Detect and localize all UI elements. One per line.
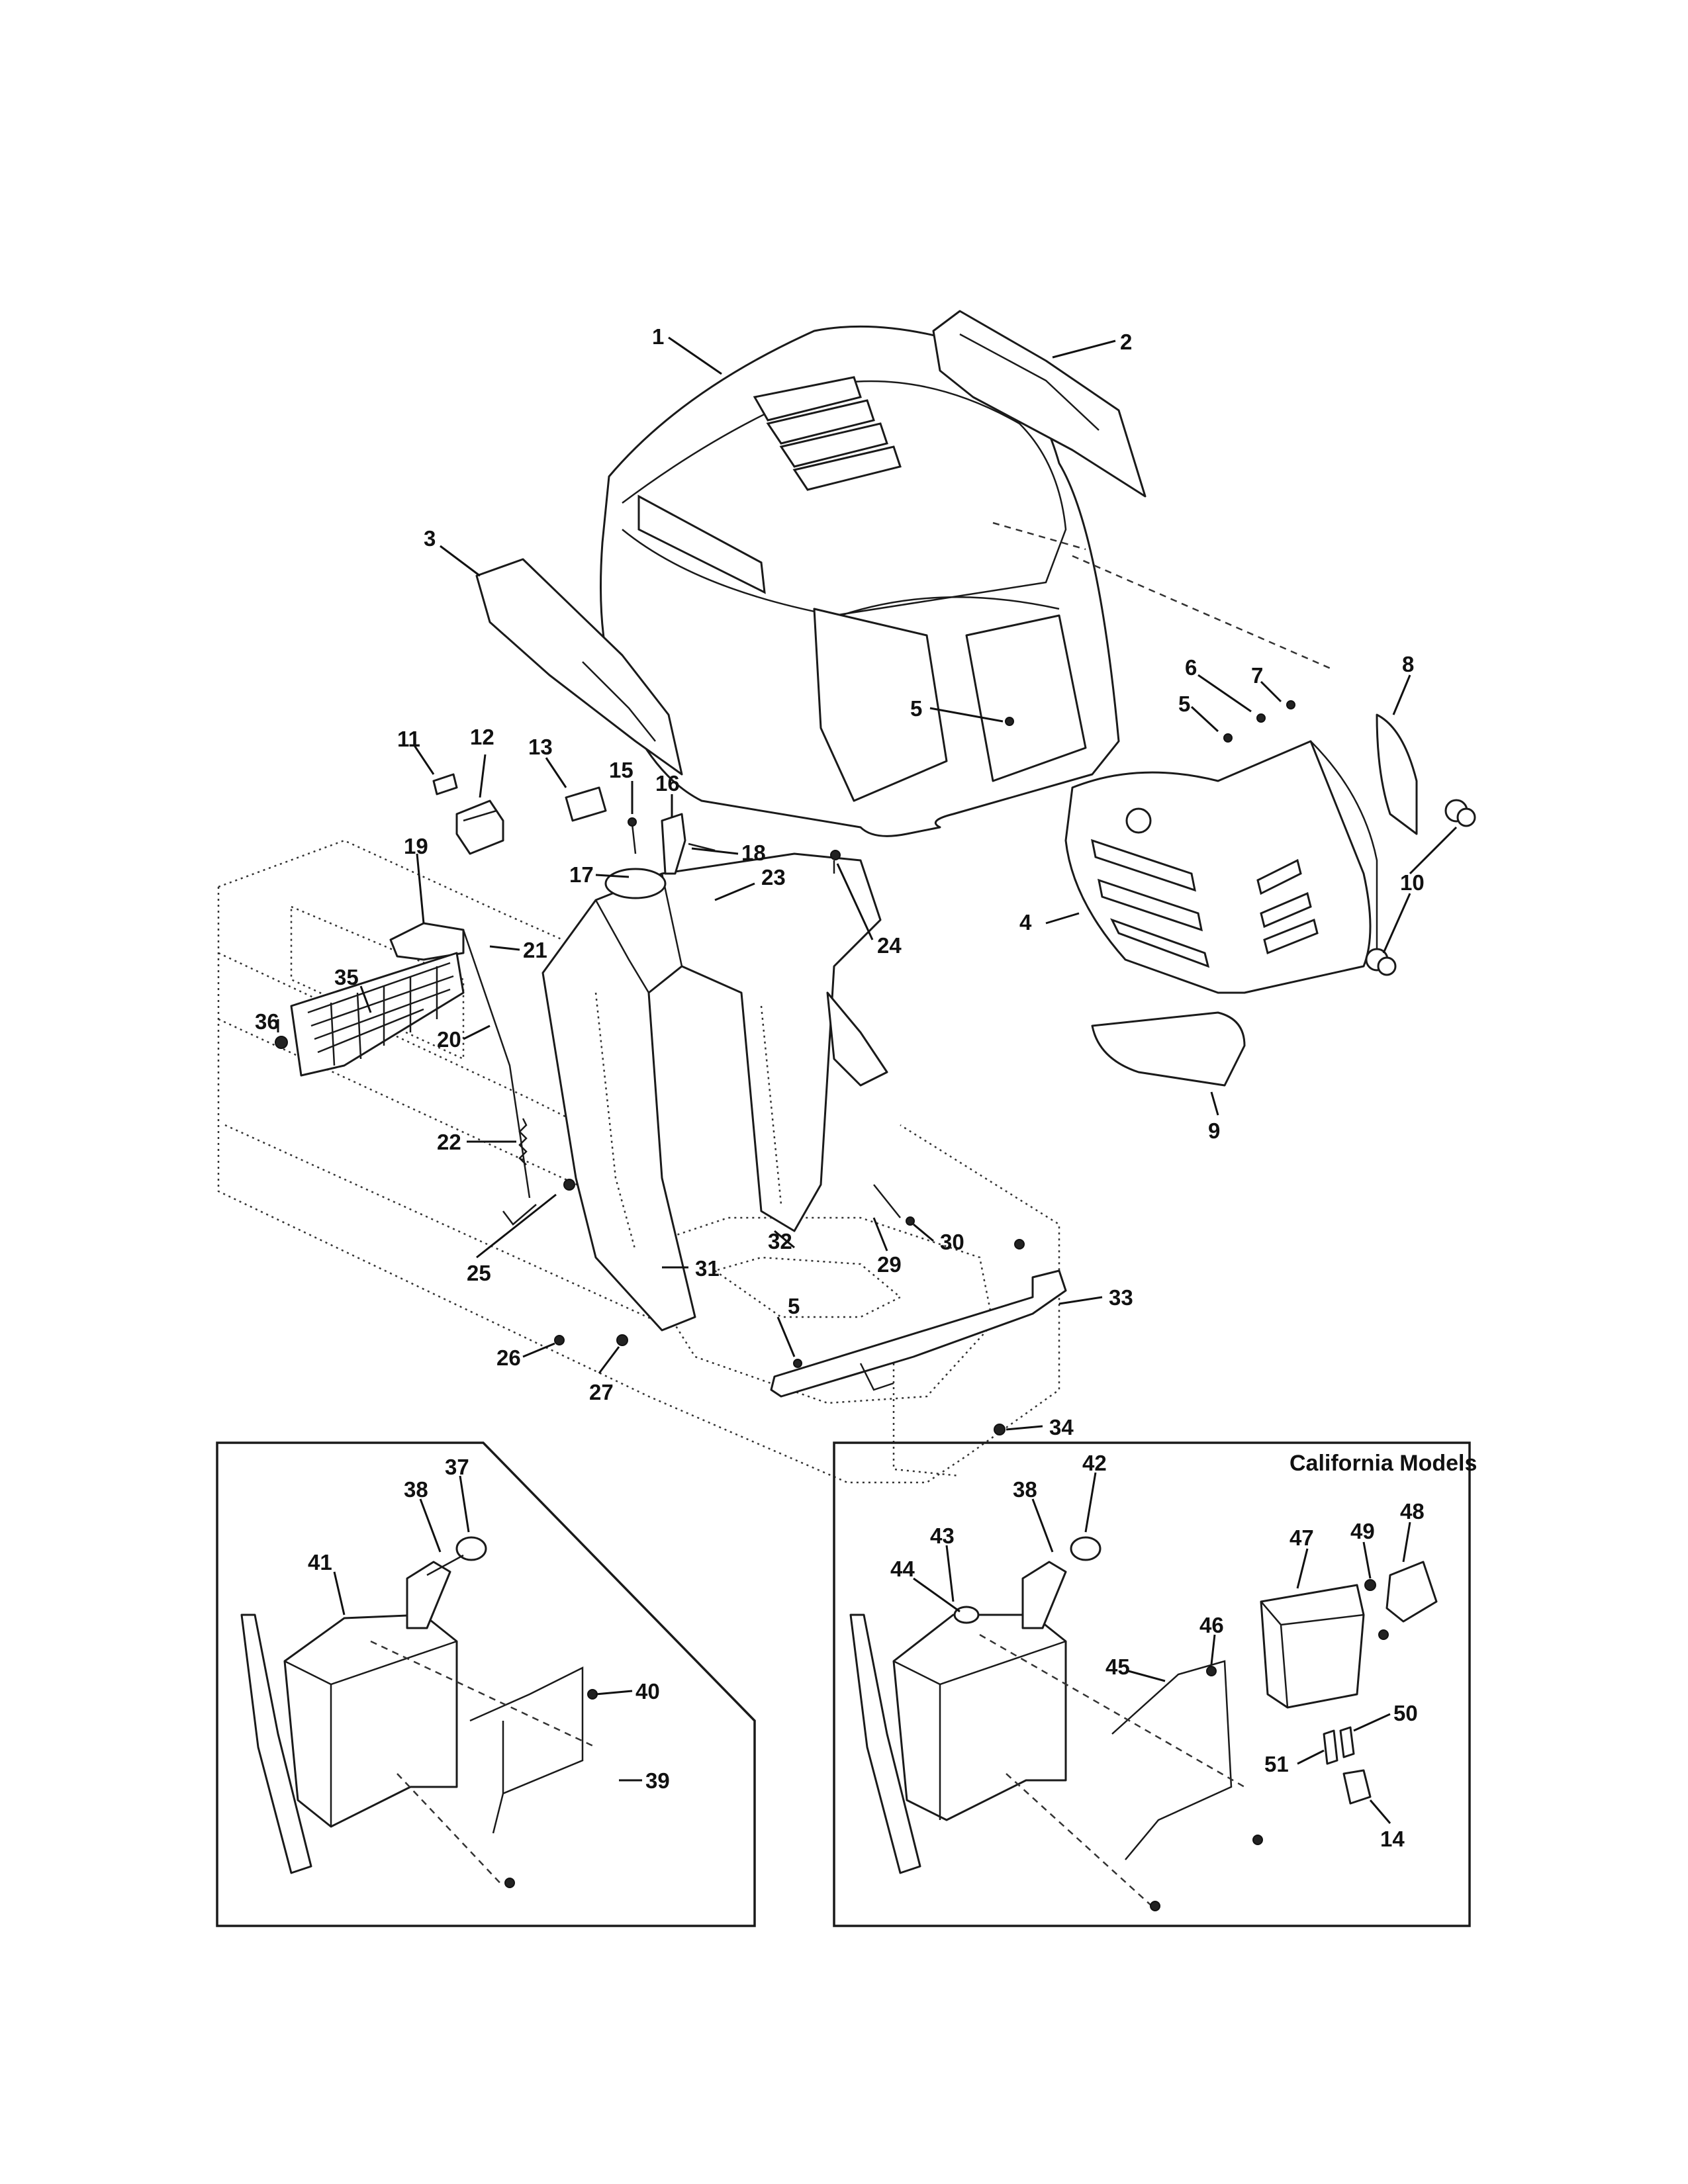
callout-29: 29 [877,1252,902,1277]
rear-panel [932,310,1147,498]
part-13-box [565,786,607,822]
callout-9: 9 [1208,1118,1220,1143]
callout-19: 19 [404,834,428,858]
callout-6: 6 [1185,655,1197,680]
callout-50: 50 [1393,1701,1418,1725]
callout-16: 16 [655,771,680,796]
callout-23: 23 [761,865,786,889]
part-11-clip [432,773,458,796]
callout-44: 44 [890,1557,915,1581]
dash-pedestal [541,852,888,1332]
callout-14: 14 [1380,1827,1405,1851]
callout-34: 34 [1049,1415,1074,1439]
callout-17: 17 [569,862,594,887]
callout-15: 15 [609,758,633,782]
part-24-bolt [830,850,841,874]
inset-california-models [833,1441,1471,1927]
callout-32: 32 [768,1229,792,1253]
callout-22: 22 [437,1130,461,1154]
callout-20: 20 [437,1027,461,1052]
callout-37: 37 [445,1455,469,1479]
part-12-switch [455,799,504,855]
callout-3: 3 [424,526,436,551]
callout-40: 40 [635,1679,660,1704]
callout-12: 12 [470,725,494,749]
bracket-33 [770,1239,1067,1435]
callout-18: 18 [741,841,766,865]
callout-5-hood: 5 [910,696,922,721]
callout-labels: 1 2 3 4 5 5 5 6 7 8 9 10 11 12 13 14 15 … [255,324,1477,1851]
callout-41: 41 [308,1550,332,1574]
callout-21: 21 [523,938,547,962]
hood [600,325,1331,837]
callout-11: 11 [397,727,420,751]
callout-26: 26 [496,1345,521,1370]
part-16-lever [661,813,686,875]
callout-33: 33 [1109,1285,1133,1310]
front-grille [1064,740,1378,994]
leader-lines [277,336,1458,1431]
callout-47: 47 [1289,1525,1314,1550]
callout-7: 7 [1251,663,1263,688]
hardware-5-6-7 [1005,700,1295,743]
callout-42: 42 [1082,1451,1107,1475]
callout-24: 24 [877,933,902,958]
callout-4: 4 [1019,910,1032,934]
callout-30: 30 [940,1230,964,1254]
inset-standard-tank [216,1441,756,1927]
callout-51: 51 [1264,1752,1289,1776]
part-18-pin [688,842,716,852]
inset-leader-lines [333,1472,1411,1824]
callout-38-right: 38 [1013,1477,1037,1502]
callout-45: 45 [1105,1655,1130,1679]
callout-39: 39 [645,1768,670,1793]
part-15-screw [628,817,637,854]
callout-13: 13 [528,735,553,759]
callout-8: 8 [1402,652,1414,676]
callout-5-deck: 5 [788,1294,800,1318]
callout-46: 46 [1199,1613,1224,1637]
callout-48: 48 [1400,1499,1425,1524]
callout-38-left: 38 [404,1477,428,1502]
callout-25: 25 [467,1261,491,1285]
side-panel [475,558,683,776]
callout-31: 31 [695,1256,720,1281]
callout-49: 49 [1350,1519,1375,1543]
spring-22 [518,1118,528,1165]
inset-title: California Models [1289,1451,1477,1476]
callout-2: 2 [1120,330,1132,354]
callout-43: 43 [930,1524,955,1548]
callout-35: 35 [334,965,359,989]
bumper-knob-bottom [1365,948,1397,976]
part-9-panel [1091,1011,1246,1087]
callout-27: 27 [589,1380,614,1404]
part-8-panel [1376,713,1418,835]
callout-5-grille: 5 [1178,692,1190,716]
misc-hardware [554,1179,915,1368]
callout-36: 36 [255,1009,279,1034]
callout-1: 1 [652,324,664,349]
callout-10: 10 [1400,870,1425,895]
bumper-knob-top [1444,799,1476,827]
grill-screen-35 [275,952,465,1077]
